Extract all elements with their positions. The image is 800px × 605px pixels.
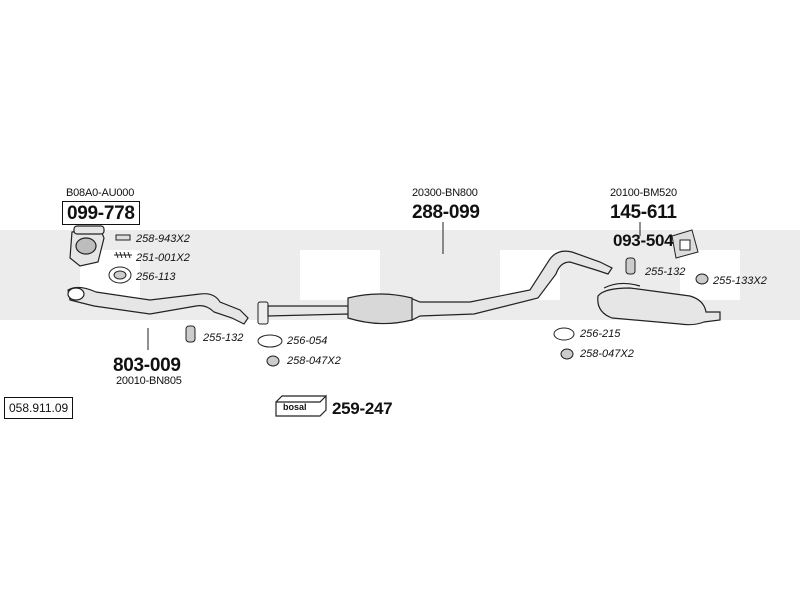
rear-bracket-part[interactable]: 093-504 — [613, 231, 674, 250]
rear-silencer — [597, 282, 721, 326]
mid-nut-part[interactable]: 258-047X2 — [287, 355, 341, 367]
springs-part[interactable]: 251-001X2 — [136, 252, 190, 264]
front-pipe-oem: B08A0-AU000 — [66, 187, 135, 199]
mid-gasket — [257, 301, 283, 367]
rear-hanger — [625, 257, 709, 285]
downpipe — [67, 286, 249, 325]
rear-gasket — [553, 327, 575, 360]
front-hanger-part[interactable]: 255-132 — [203, 332, 244, 344]
reference-number: 058.911.09 — [4, 397, 74, 419]
downpipe-part[interactable]: 803-009 — [113, 355, 181, 376]
hanger-front — [185, 325, 196, 343]
mid-pipe-oem: 20300-BN800 — [412, 187, 478, 199]
mid-gasket-part[interactable]: 256-054 — [287, 335, 328, 347]
downpipe-oem: 20010-BN805 — [116, 375, 182, 387]
kit-part[interactable]: 259-247 — [332, 399, 393, 418]
leader-lines — [147, 222, 641, 350]
tail-hanger-part[interactable]: 255-133X2 — [713, 275, 767, 287]
rear-hanger-part[interactable]: 255-132 — [645, 266, 686, 278]
kit-brand: bosal — [283, 402, 307, 412]
front-ring-part[interactable]: 256-113 — [136, 271, 176, 283]
bolts-part[interactable]: 258-943X2 — [136, 233, 190, 245]
rear-nut-part[interactable]: 258-047X2 — [580, 348, 634, 360]
rear-gasket-part[interactable]: 256-215 — [580, 328, 621, 340]
rear-bracket — [671, 229, 699, 259]
catalytic-converter — [69, 225, 105, 267]
front-pipe-part[interactable]: 099-778 — [62, 201, 140, 225]
front-hardware — [108, 234, 132, 284]
mid-pipe-part[interactable]: 288-099 — [412, 202, 480, 223]
kit-box — [275, 394, 327, 417]
mid-pipe — [267, 250, 613, 325]
rear-silencer-oem: 20100-BM520 — [610, 187, 677, 199]
rear-silencer-part[interactable]: 145-611 — [610, 202, 677, 223]
